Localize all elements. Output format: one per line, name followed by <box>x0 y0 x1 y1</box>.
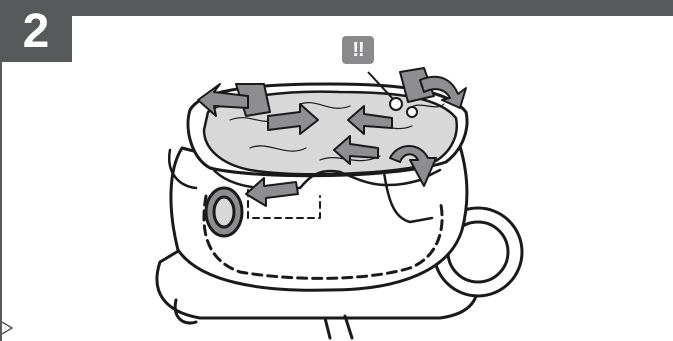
arrow-hose-insert <box>245 177 299 207</box>
corner-tick <box>1 321 14 335</box>
inner-chamber <box>210 166 442 190</box>
right-clasp <box>399 67 435 103</box>
warning-icon: !! <box>352 39 364 61</box>
warning-callout <box>367 71 418 118</box>
arrow-top-center <box>267 103 319 135</box>
step-number-box: 2 <box>0 0 72 62</box>
arrow-curved-right <box>389 145 437 187</box>
step-number: 2 <box>22 5 50 58</box>
dashed-bag-outline <box>202 194 444 280</box>
front-caster-2 <box>323 314 354 340</box>
left-compartment <box>167 148 198 190</box>
warning-badge: !! <box>342 36 374 64</box>
dashed-bag-outline-2 <box>247 189 321 219</box>
right-compartment <box>382 170 434 224</box>
front-caster <box>173 298 198 325</box>
arrow-middle <box>333 135 379 165</box>
arrow-left-up <box>197 83 249 117</box>
left-rule <box>0 62 2 341</box>
header-bar <box>0 0 673 16</box>
direction-arrows <box>197 75 467 207</box>
arrow-top-right <box>347 105 393 135</box>
arrow-right-up <box>419 75 467 109</box>
